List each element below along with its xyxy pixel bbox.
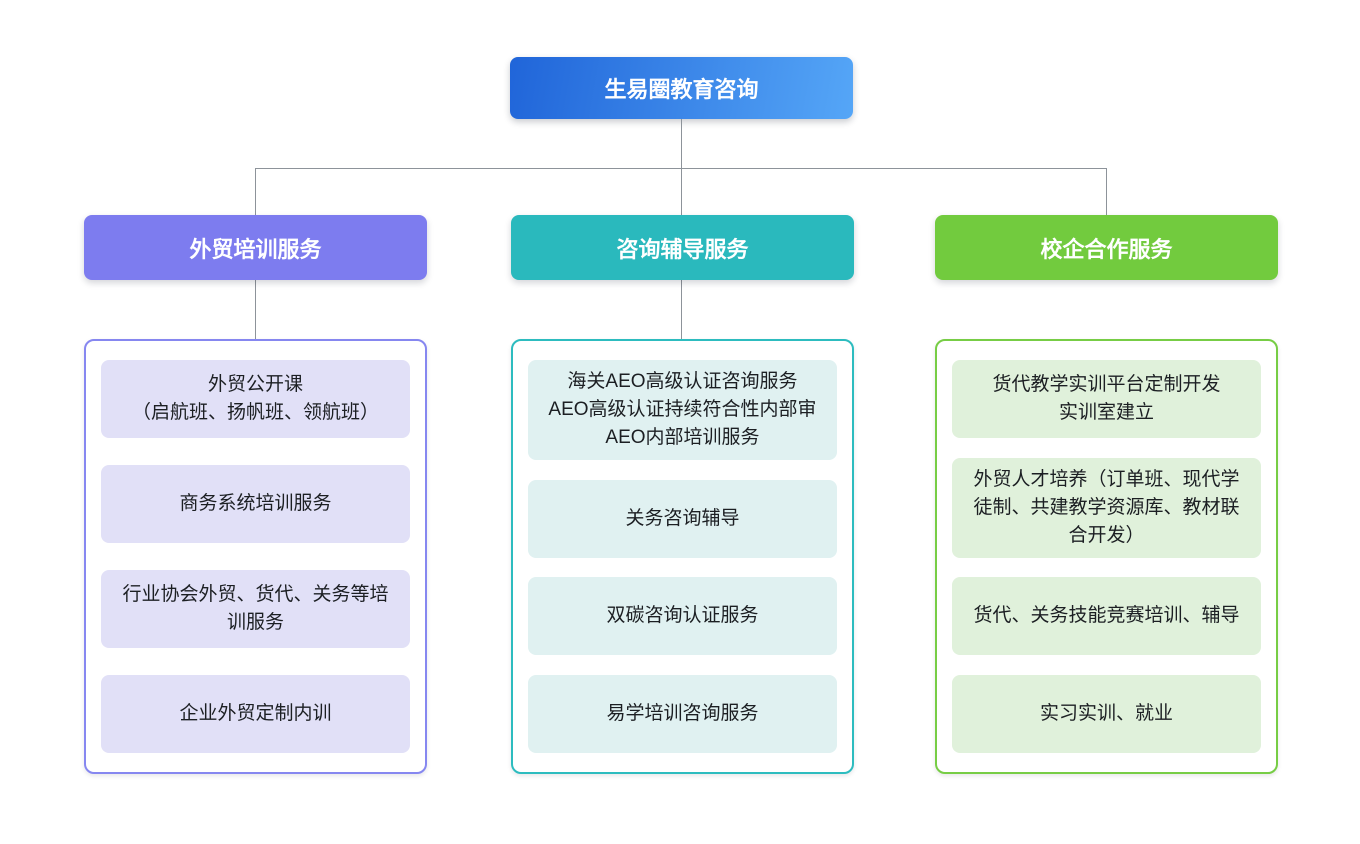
connector-drop-branch-3 [1106, 169, 1107, 215]
service-item[interactable]: 商务系统培训服务 [101, 465, 410, 543]
branch-container-consulting: 海关AEO高级认证咨询服务 AEO高级认证持续符合性内部审 AEO内部培训服务 … [511, 339, 854, 774]
connector-horizontal-bar [255, 168, 1107, 169]
connector-drop-branch-2 [681, 169, 682, 215]
branch-container-school-enterprise: 货代教学实训平台定制开发 实训室建立 外贸人才培养（订单班、现代学 徒制、共建教… [935, 339, 1278, 774]
root-node-label: 生易圈教育咨询 [604, 77, 759, 102]
service-item[interactable]: 海关AEO高级认证咨询服务 AEO高级认证持续符合性内部审 AEO内部培训服务 [528, 360, 837, 460]
branch-container-trade-training: 外贸公开课 （启航班、扬帆班、领航班） 商务系统培训服务 行业协会外贸、货代、关… [84, 339, 427, 774]
service-item[interactable]: 关务咨询辅导 [528, 479, 837, 558]
branch-header-consulting[interactable]: 咨询辅导服务 [511, 215, 854, 280]
branch-header-school-enterprise[interactable]: 校企合作服务 [935, 215, 1278, 280]
service-item[interactable]: 行业协会外贸、货代、关务等培 训服务 [101, 570, 410, 648]
branch-header-label: 校企合作服务 [1040, 236, 1173, 262]
service-item[interactable]: 实习实训、就业 [952, 674, 1261, 753]
root-node[interactable]: 生易圈教育咨询 [510, 57, 853, 119]
service-item[interactable]: 货代、关务技能竞赛培训、辅导 [952, 577, 1261, 656]
branch-header-label: 外贸培训服务 [189, 236, 322, 262]
branch-header-label: 咨询辅导服务 [616, 236, 749, 262]
service-item[interactable]: 外贸人才培养（订单班、现代学 徒制、共建教学资源库、教材联 合开发） [952, 457, 1261, 558]
service-item[interactable]: 双碳咨询认证服务 [528, 577, 837, 656]
service-item[interactable]: 企业外贸定制内训 [101, 675, 410, 753]
service-item[interactable]: 外贸公开课 （启航班、扬帆班、领航班） [101, 360, 410, 438]
connector-drop-branch-1 [255, 169, 256, 215]
service-item[interactable]: 易学培训咨询服务 [528, 674, 837, 753]
connector-subdrop-branch-2 [681, 280, 682, 339]
service-item[interactable]: 货代教学实训平台定制开发 实训室建立 [952, 360, 1261, 438]
connector-subdrop-branch-1 [255, 280, 256, 339]
connector-root-stem [681, 119, 682, 168]
branch-header-trade-training[interactable]: 外贸培训服务 [84, 215, 427, 280]
